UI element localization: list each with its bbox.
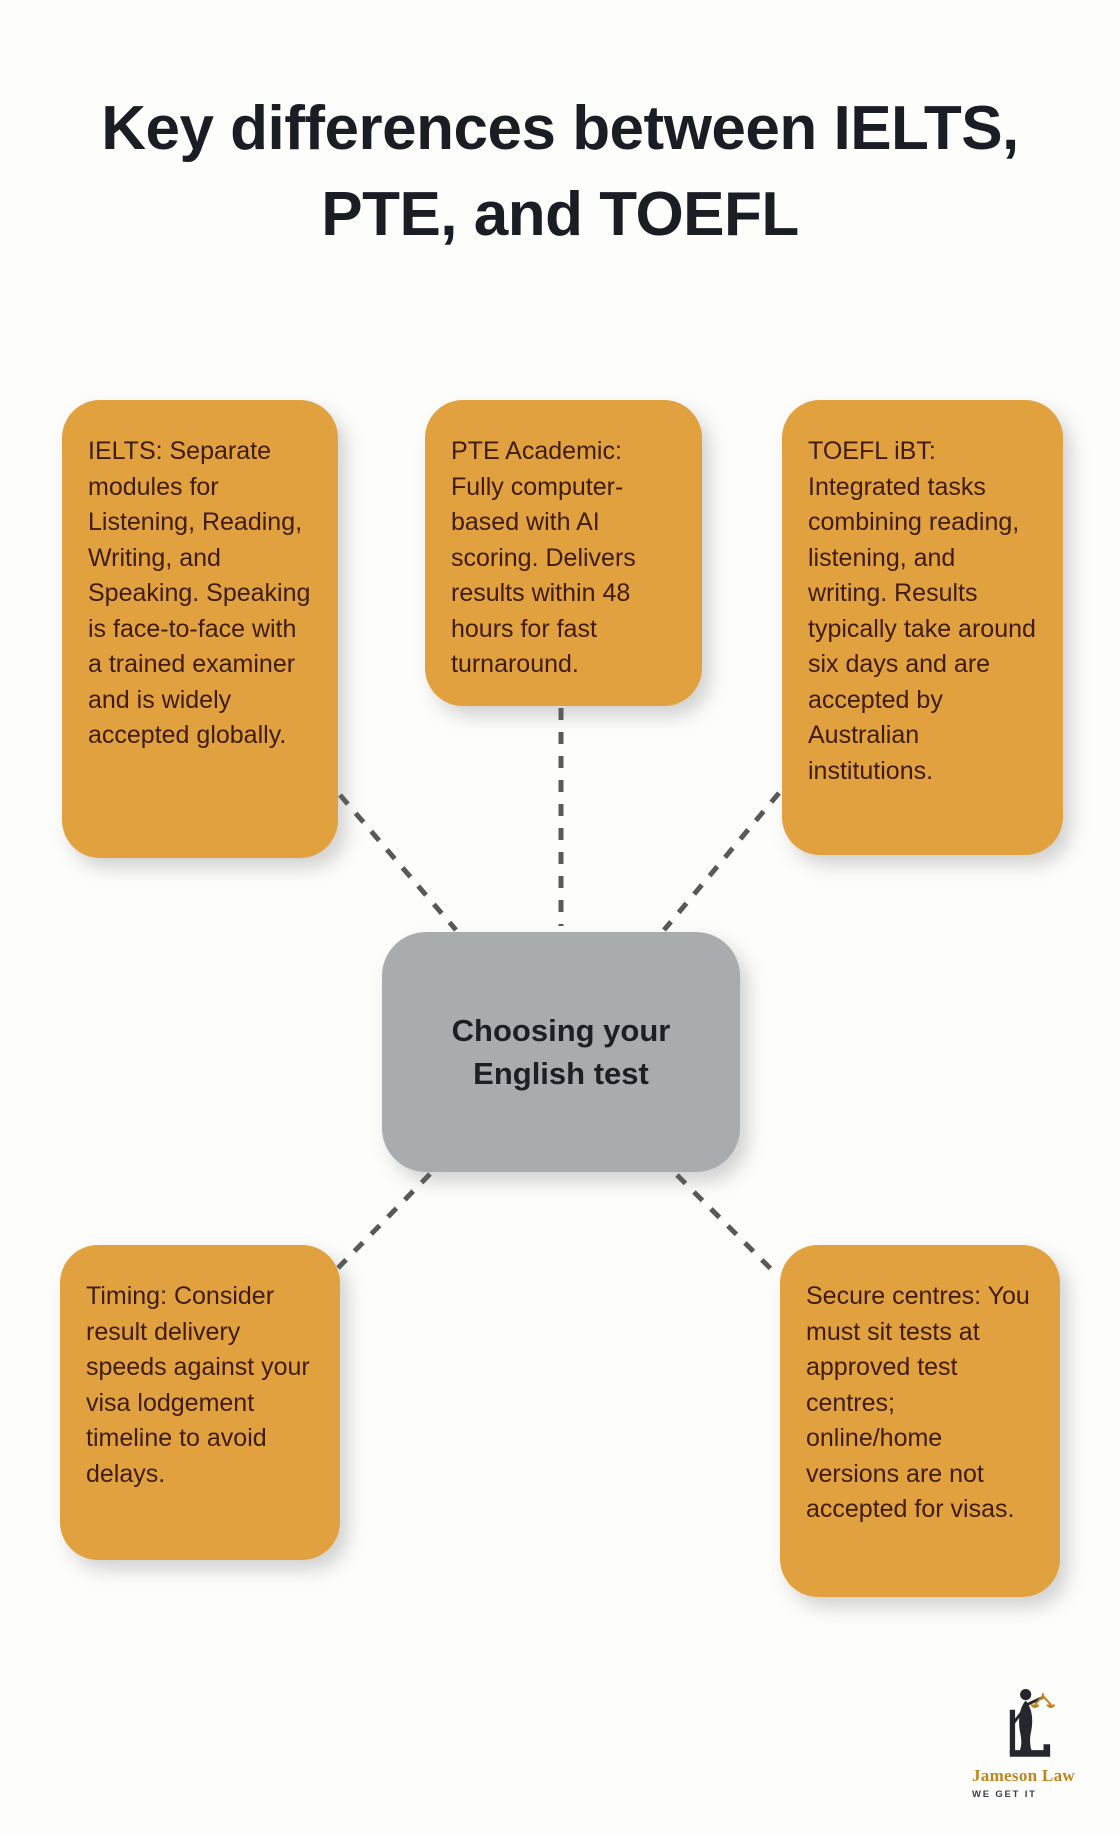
center-node: Choosing your English test: [382, 932, 740, 1172]
center-node-line-1: Choosing your: [451, 1013, 671, 1048]
card-toefl-text: TOEFL iBT: Integrated tasks combining re…: [808, 437, 1036, 785]
connector-secure-line: [675, 1173, 780, 1278]
card-ielts-text: IELTS: Separate modules for Listening, R…: [88, 437, 311, 749]
page-title-line-2: PTE, and TOEFL: [321, 180, 799, 249]
justice-scales-icon: [1009, 1689, 1056, 1757]
card-timing-text: Timing: Consider result delivery speeds …: [86, 1282, 310, 1488]
card-secure-centres-text: Secure centres: You must sit tests at ap…: [806, 1282, 1030, 1523]
logo-name: Jameson Law: [972, 1766, 1075, 1785]
card-ielts: IELTS: Separate modules for Listening, R…: [62, 400, 338, 858]
card-toefl: TOEFL iBT: Integrated tasks combining re…: [782, 400, 1063, 855]
center-node-line-2: English test: [473, 1056, 649, 1091]
connector-timing-line: [336, 1172, 432, 1270]
logo-tagline: WE GET IT: [972, 1789, 1037, 1800]
card-timing: Timing: Consider result delivery speeds …: [60, 1245, 340, 1560]
connector-ielts-line: [338, 793, 458, 932]
connector-toefl-line: [662, 791, 781, 932]
page-title: Key differences between IELTS, PTE, and …: [0, 86, 1120, 258]
card-pte-text: PTE Academic: Fully computer-based with …: [451, 437, 636, 678]
page-title-line-1: Key differences between IELTS,: [101, 94, 1019, 163]
logo: Jameson Law WE GET IT: [972, 1686, 1102, 1800]
card-secure-centres: Secure centres: You must sit tests at ap…: [780, 1245, 1060, 1597]
card-pte: PTE Academic: Fully computer-based with …: [425, 400, 702, 706]
